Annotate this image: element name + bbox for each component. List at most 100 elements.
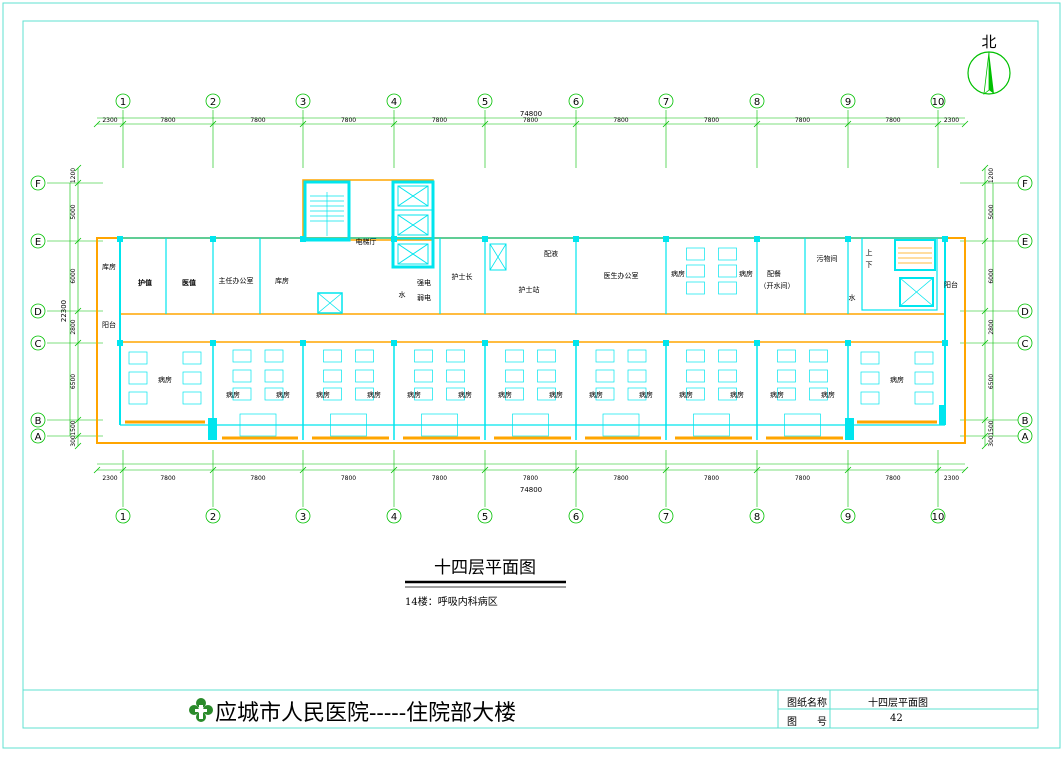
dimension-value: 7800 xyxy=(432,117,447,124)
room-strong-electric: 强电 xyxy=(417,278,431,287)
bed xyxy=(686,264,705,278)
axis-bubble-top xyxy=(295,93,311,109)
room-ward-south: 病房 xyxy=(316,390,330,399)
bed xyxy=(595,369,615,383)
dimension-tick xyxy=(481,120,489,128)
bed xyxy=(414,349,433,363)
stair-down-label: 下 xyxy=(866,261,873,269)
room-ward-north-2: 病房 xyxy=(739,269,753,278)
axis-letter-left: C xyxy=(35,339,42,350)
bed xyxy=(264,349,284,363)
dimension-tick xyxy=(934,120,942,128)
room-ward-south: 病房 xyxy=(458,390,472,399)
bed xyxy=(686,369,705,383)
room-nurse-duty: 护值 xyxy=(138,278,152,287)
bed xyxy=(182,371,202,385)
axis-bubble-left xyxy=(30,233,46,249)
room-ward-north-1: 病房 xyxy=(671,269,685,278)
dimension-value: 7800 xyxy=(160,475,175,482)
bed xyxy=(595,349,615,363)
axis-bubble-bottom xyxy=(477,508,493,524)
axis-bubble-right xyxy=(1017,303,1033,319)
dimension-tick xyxy=(119,120,127,128)
axis-bubble-bottom xyxy=(840,508,856,524)
dimension-value: 300 xyxy=(988,435,995,447)
axis-number-top: 8 xyxy=(754,97,760,108)
axis-bubble-top xyxy=(115,93,131,109)
dimension-tick xyxy=(981,179,989,187)
room-ward-south: 病房 xyxy=(407,390,421,399)
drawing-subtitle: 14楼：呼吸内科病区 xyxy=(405,597,498,608)
axis-bubble-top xyxy=(930,93,946,109)
dimension-tick xyxy=(981,307,989,315)
bathroom xyxy=(784,413,821,437)
bed xyxy=(446,349,465,363)
room-ward-south: 病房 xyxy=(770,390,784,399)
dimension-tick xyxy=(981,237,989,245)
axis-bubble-bottom xyxy=(115,508,131,524)
room-ward-south: 病房 xyxy=(367,390,381,399)
axis-number-top: 9 xyxy=(845,97,851,108)
dimension-tick xyxy=(390,120,398,128)
bed xyxy=(505,349,524,363)
axis-number-bottom: 1 xyxy=(120,512,126,523)
dimension-value: 1200 xyxy=(988,168,995,183)
dimension-tick xyxy=(74,307,82,315)
dimension-value: 300 xyxy=(70,435,77,447)
axis-bubble-right xyxy=(1017,335,1033,351)
room-ward-south: 病房 xyxy=(498,390,512,399)
room-storage-left: 库房 xyxy=(102,262,116,271)
dimension-value: 7800 xyxy=(341,475,356,482)
dimension-value: 7800 xyxy=(613,475,628,482)
building-plan: 库房 护值 医值 主任办公室 库房 电梯厅 水 强电 弱电 护士长 护士站 配液… xyxy=(96,179,966,444)
dimension-tick xyxy=(74,237,82,245)
bed xyxy=(355,369,374,383)
dimension-tick xyxy=(844,466,852,474)
axis-number-top: 7 xyxy=(663,97,669,108)
bed xyxy=(537,349,556,363)
bathroom xyxy=(693,413,730,437)
bed xyxy=(718,349,737,363)
bed xyxy=(323,349,342,363)
bed xyxy=(718,281,737,295)
bed xyxy=(232,387,252,401)
axis-bubble-bottom xyxy=(295,508,311,524)
room-ward-south: 病房 xyxy=(276,390,290,399)
stair-up-label: 上 xyxy=(866,248,873,257)
room-doctor-duty: 医值 xyxy=(182,278,196,287)
room-elevator-hall: 电梯厅 xyxy=(356,237,377,246)
dimension-tick xyxy=(74,164,82,172)
axis-bubble-right xyxy=(1017,175,1033,191)
north-label: 北 xyxy=(981,33,996,51)
building-outline xyxy=(96,237,966,444)
dimension-tick xyxy=(299,466,307,474)
dimension-tick xyxy=(299,120,307,128)
bathroom xyxy=(239,413,277,437)
dimension-tick xyxy=(981,442,989,450)
dimension-value: 7800 xyxy=(341,117,356,124)
room-ward-south: 病房 xyxy=(679,390,693,399)
bed xyxy=(718,387,737,401)
dimension-value: 7800 xyxy=(250,475,265,482)
north-arrow: 北 xyxy=(967,33,1011,95)
dimension-tick xyxy=(572,120,580,128)
dimension-total-left: 22300 xyxy=(60,300,68,322)
axis-bubble-bottom xyxy=(568,508,584,524)
axis-number-bottom: 8 xyxy=(754,512,760,523)
bed xyxy=(323,387,342,401)
room-ward-south: 病房 xyxy=(890,375,904,384)
dimension-tick xyxy=(74,179,82,187)
axis-bubble-top xyxy=(205,93,221,109)
room-dispensing: 配液 xyxy=(544,249,558,258)
dimension-value: 7800 xyxy=(704,475,719,482)
axis-bubble-top xyxy=(749,93,765,109)
axis-bubble-top xyxy=(658,93,674,109)
axis-letter-left: A xyxy=(35,432,42,443)
axis-letter-right: A xyxy=(1022,432,1029,443)
title-block-number-value: 42 xyxy=(890,713,903,724)
axis-bubble-top xyxy=(386,93,402,109)
axis-letter-left: E xyxy=(35,237,41,248)
axis-letter-right: F xyxy=(1022,179,1028,190)
dimension-value: 1200 xyxy=(70,168,77,183)
